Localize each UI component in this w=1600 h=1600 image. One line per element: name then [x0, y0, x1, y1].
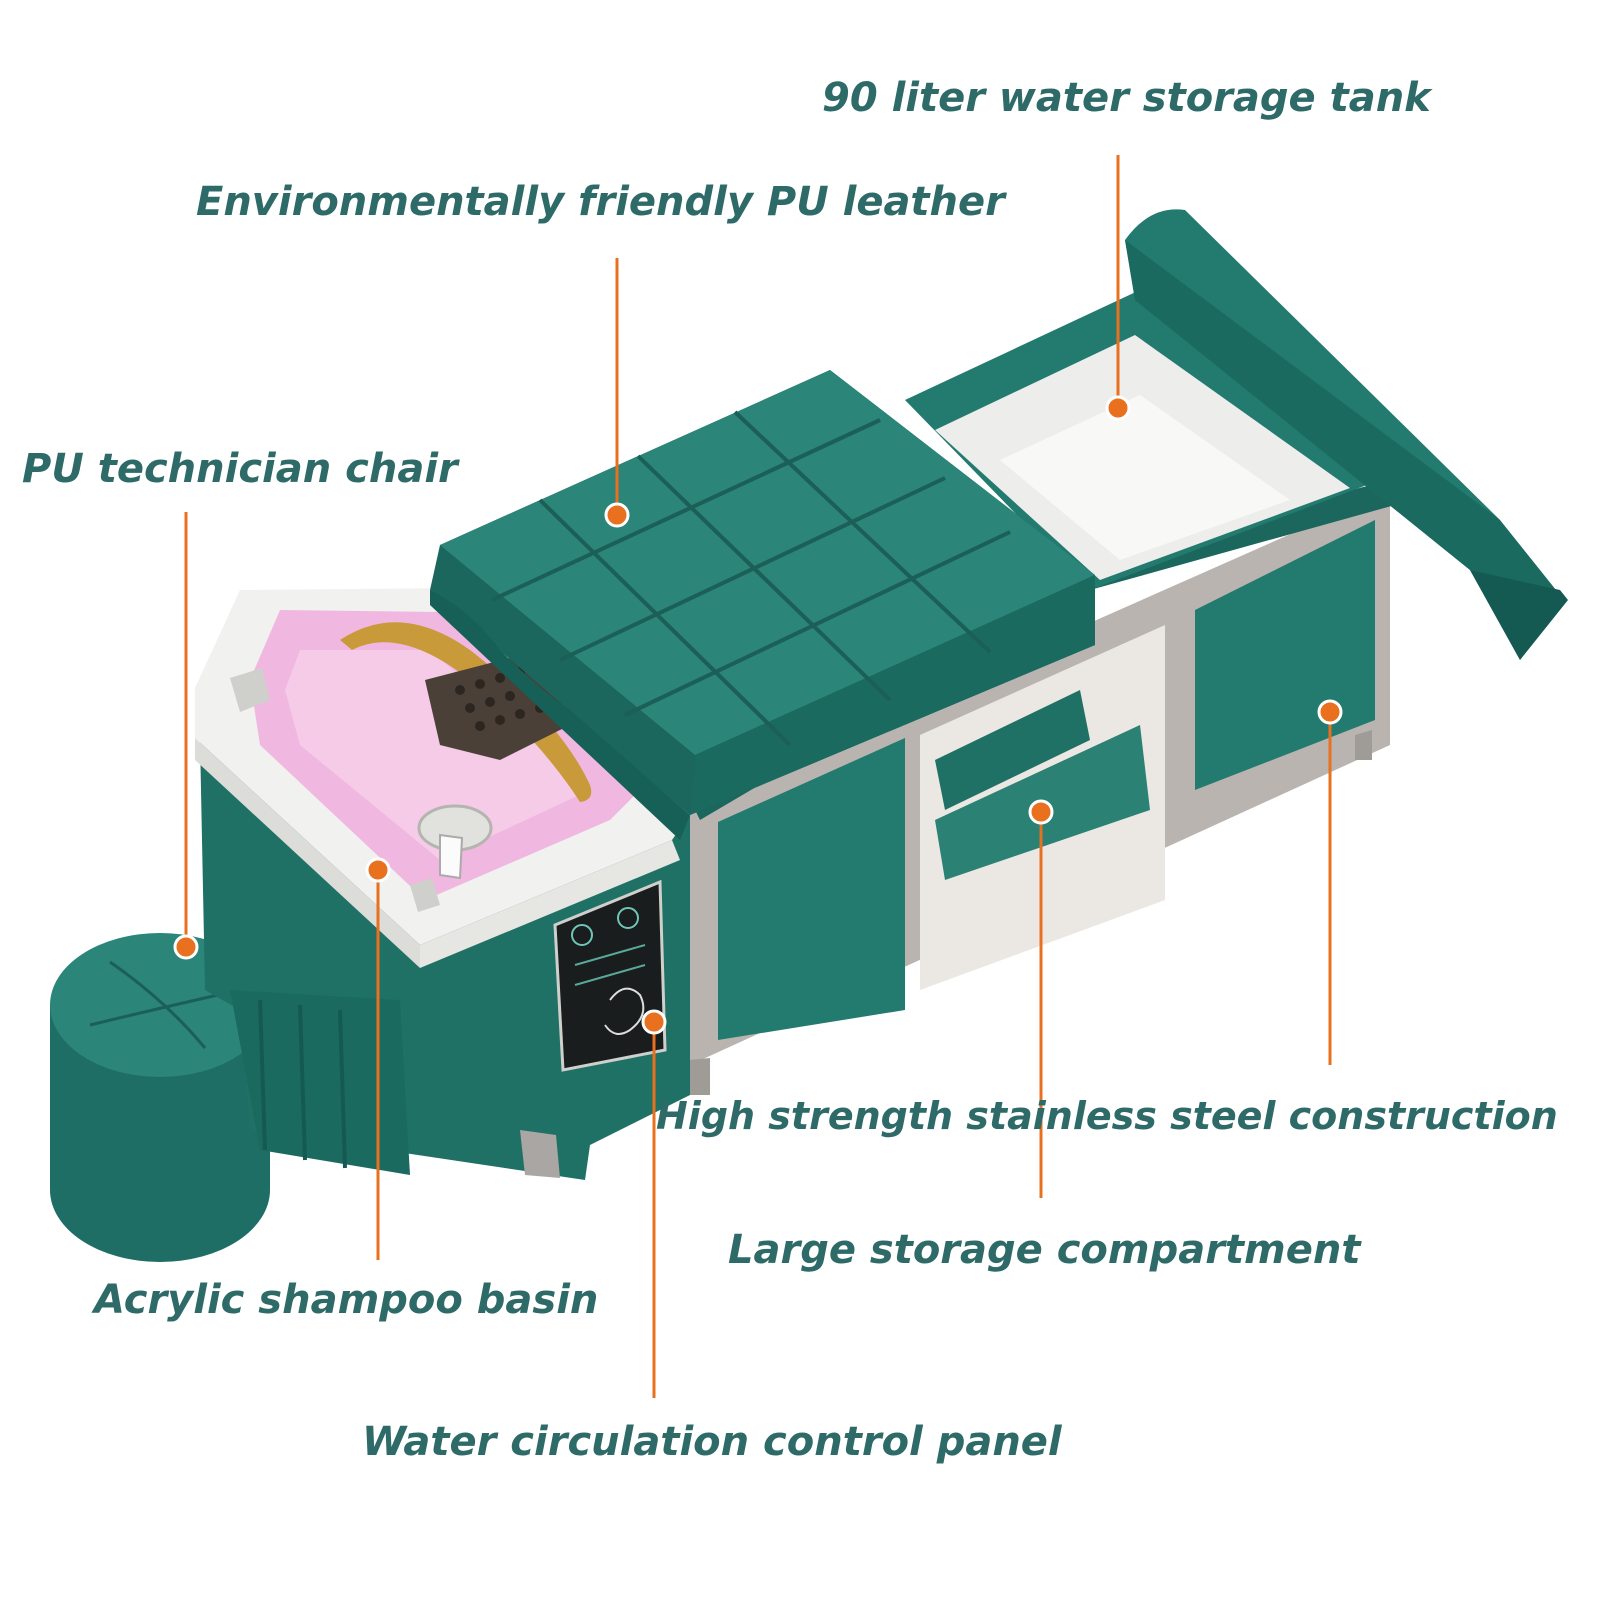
bed-cushion [430, 370, 1095, 840]
callout-water-tank: 90 liter water storage tank [822, 75, 1431, 121]
control-panel [553, 879, 667, 1072]
shampoo-basin [195, 588, 700, 968]
callout-steel-construction: High strength stainless steel constructi… [656, 1094, 1558, 1138]
tank-lid [1125, 209, 1568, 660]
callout-storage-compartment: Large storage compartment [728, 1227, 1361, 1273]
leader-lines [173, 155, 1343, 1398]
callout-shampoo-basin: Acrylic shampoo basin [94, 1277, 599, 1323]
callout-pu-leather: Environmentally friendly PU leather [196, 179, 1005, 225]
callout-control-panel: Water circulation control panel [362, 1419, 1062, 1465]
water-tank [690, 290, 1395, 820]
callout-technician-chair: PU technician chair [22, 446, 458, 492]
